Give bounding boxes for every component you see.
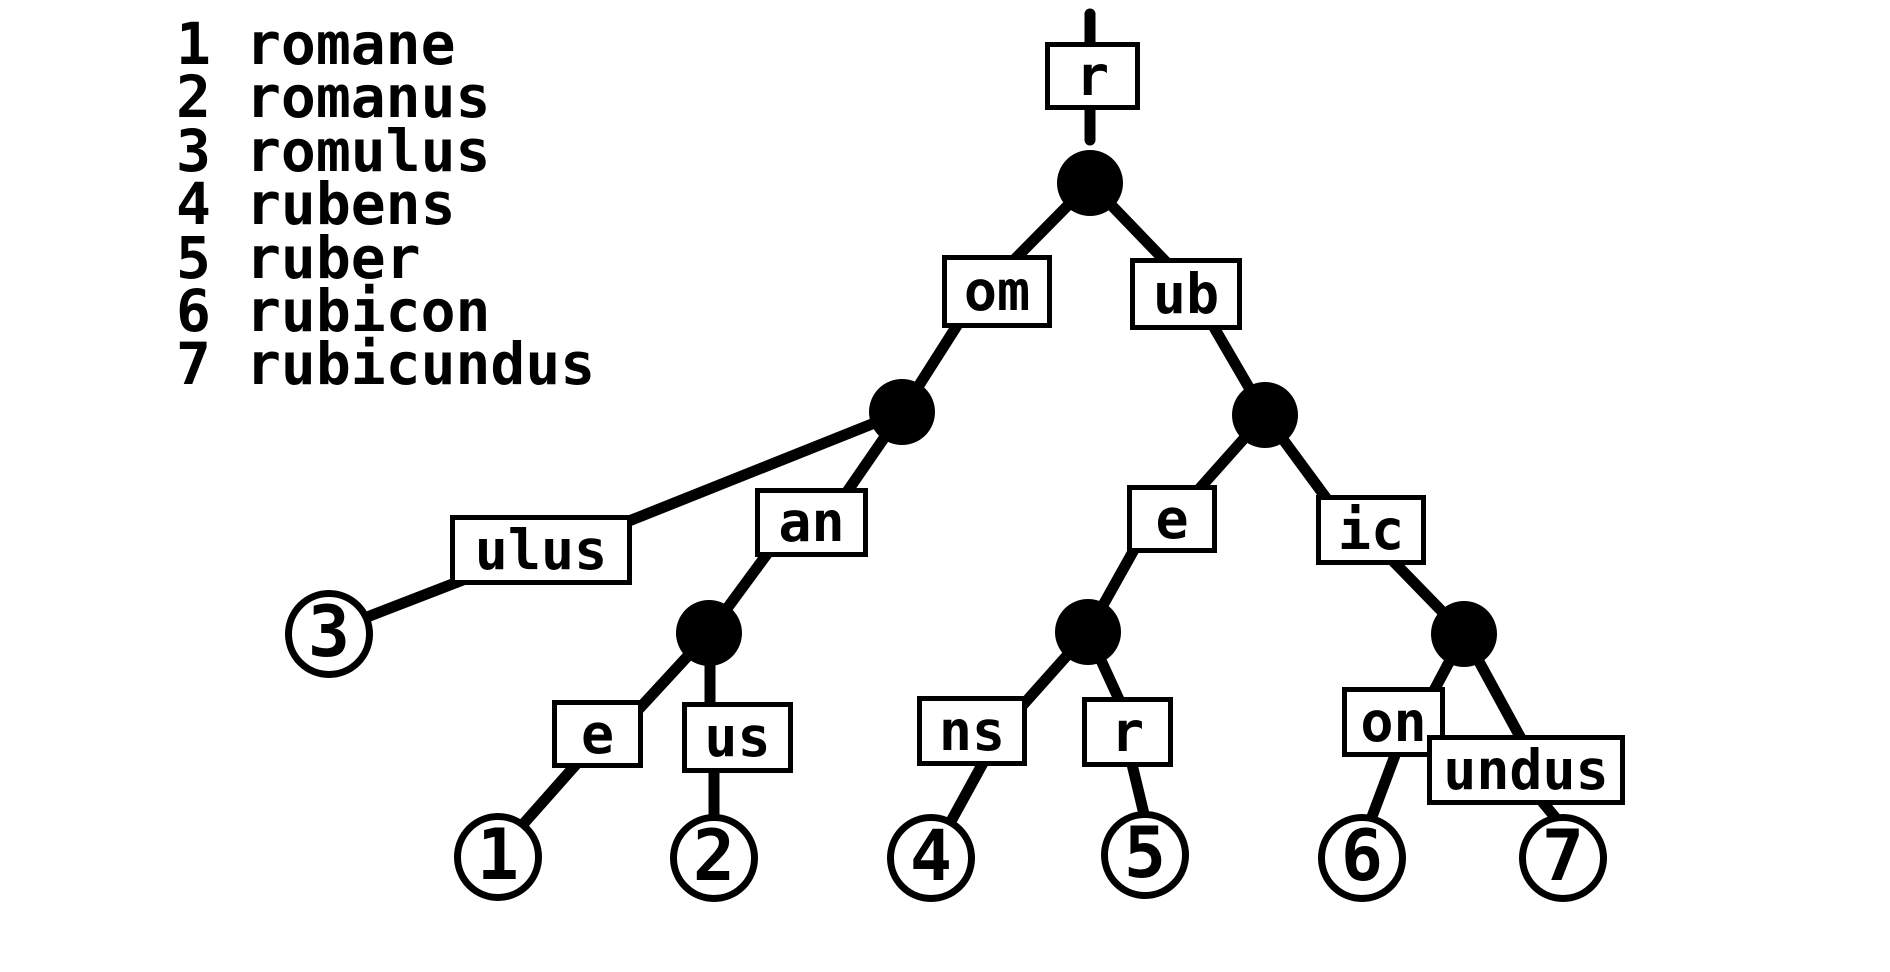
edge-label-text: e bbox=[1155, 486, 1189, 551]
edge-label-text: ulus bbox=[474, 517, 608, 582]
word-text: rubicundus bbox=[246, 330, 596, 399]
leaf-number: 1 bbox=[476, 814, 520, 896]
word-index: 2 bbox=[176, 63, 211, 132]
internal-node-roman bbox=[676, 600, 742, 666]
word-index: 3 bbox=[176, 116, 211, 185]
word-list-item: 5 ruber bbox=[176, 223, 595, 292]
edge-rom-to-ulus bbox=[608, 406, 908, 533]
edge-label-ic: ic bbox=[1316, 495, 1426, 565]
edge-label-om: om bbox=[942, 255, 1052, 328]
edge-label-r-root: r bbox=[1045, 42, 1140, 110]
leaf-node-5: 5 bbox=[1101, 811, 1189, 899]
word-list-item: 1 romane bbox=[176, 10, 595, 78]
leaf-number: 2 bbox=[692, 815, 736, 897]
word-text: rubens bbox=[246, 170, 456, 239]
word-text: ruber bbox=[246, 223, 421, 292]
word-index: 5 bbox=[176, 223, 211, 292]
word-index: 7 bbox=[176, 330, 211, 399]
edge-label-ulus: ulus bbox=[450, 515, 632, 585]
edge-label-text: undus bbox=[1443, 737, 1609, 802]
internal-node-root bbox=[1057, 150, 1123, 216]
word-text: rubicon bbox=[246, 276, 491, 345]
edge-label-ns: ns bbox=[917, 696, 1027, 766]
word-list-item: 4 rubens bbox=[176, 170, 595, 239]
word-index: 6 bbox=[176, 276, 211, 345]
word-list-item: 2 romanus bbox=[176, 63, 595, 132]
leaf-node-1: 1 bbox=[454, 813, 542, 901]
leaf-node-6: 6 bbox=[1318, 814, 1406, 902]
leaf-number: 5 bbox=[1123, 812, 1167, 894]
edge-label-text: ic bbox=[1337, 497, 1405, 562]
edge-label-text: us bbox=[704, 705, 771, 769]
edge-label-us: us bbox=[682, 702, 793, 773]
internal-node-rubic bbox=[1431, 601, 1497, 667]
edge-label-text: on bbox=[1360, 689, 1427, 754]
edge-label-e-right: e bbox=[1127, 485, 1217, 553]
edge-label-text: ns bbox=[938, 698, 1006, 763]
word-list-item: 6 rubicon bbox=[176, 276, 595, 345]
word-text: romanus bbox=[246, 63, 491, 132]
leaf-node-7: 7 bbox=[1519, 814, 1607, 902]
edge-label-text: r bbox=[1110, 699, 1145, 764]
edge-label-text: an bbox=[778, 490, 845, 554]
edge-label-undus: undus bbox=[1427, 735, 1625, 805]
word-list: 1 romane 2 romanus 3 romulus 4 rubens 5 ruber… bbox=[176, 10, 596, 399]
internal-node-rom bbox=[869, 379, 935, 445]
edge-label-an: an bbox=[755, 488, 868, 557]
edge-label-on: on bbox=[1342, 687, 1445, 757]
leaf-number: 7 bbox=[1541, 815, 1585, 897]
edge-label-text: om bbox=[963, 259, 1031, 323]
edge-label-text: r bbox=[1075, 43, 1110, 108]
edge-label-text: ub bbox=[1152, 261, 1220, 326]
edge-label-e-left: e bbox=[552, 700, 643, 768]
word-text: romulus bbox=[246, 116, 491, 185]
word-index: 4 bbox=[176, 170, 211, 239]
internal-node-rube bbox=[1055, 599, 1121, 665]
leaf-number: 3 bbox=[307, 591, 351, 673]
leaf-number: 4 bbox=[909, 815, 953, 897]
word-list-item: 3 romulus bbox=[176, 116, 595, 185]
leaf-node-3: 3 bbox=[285, 590, 373, 678]
word-list-item: 7 rubicundus bbox=[176, 330, 596, 399]
leaf-number: 6 bbox=[1340, 815, 1384, 897]
word-index: 1 bbox=[176, 10, 211, 78]
word-text: romane bbox=[246, 10, 456, 78]
leaf-node-2: 2 bbox=[670, 814, 758, 902]
edge-label-text: e bbox=[580, 701, 615, 766]
edge-label-r-small: r bbox=[1082, 697, 1173, 767]
edge-label-ub: ub bbox=[1130, 258, 1242, 330]
internal-node-rub bbox=[1232, 382, 1298, 448]
leaf-node-4: 4 bbox=[887, 814, 975, 902]
